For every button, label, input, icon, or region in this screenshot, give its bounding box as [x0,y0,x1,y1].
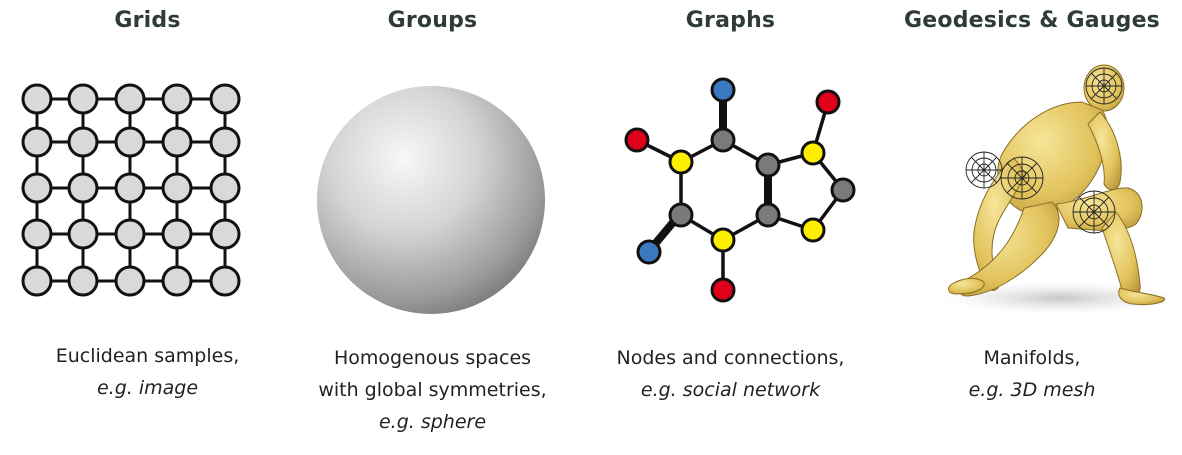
panel-caption: Euclidean samples, e.g. image [0,340,295,404]
grid-icon [21,83,241,297]
panel-title: Geodesics & Gauges [904,8,1160,33]
panel-title: Graphs [685,8,776,33]
caption-example: e.g. social network [640,379,821,401]
caption-line: Homogenous spaces [333,347,532,369]
caption-line: Nodes and connections, [616,347,845,369]
caption-line: with global symmetries, [318,379,547,401]
caption-line: Euclidean samples, [55,345,240,367]
panel-graphs: Graphs [583,0,878,455]
caption-line: Manifolds, [983,347,1081,369]
molecule-graph-icon [624,77,856,303]
panel-caption: Homogenous spaces with global symmetries… [285,342,580,438]
panel-groups: Groups Homogenous spaces with global sym… [285,0,580,455]
sphere-icon [317,86,545,314]
panel-caption: Manifolds, e.g. 3D mesh [882,342,1182,406]
caption-example: e.g. image [96,377,199,399]
panel-grids: Grids Euclidean samples, e.g. image [0,0,295,455]
caption-example: e.g. 3D mesh [968,379,1096,401]
panel-geodesics-gauges: Geodesics & Gauges [882,0,1182,455]
panel-caption: Nodes and connections, e.g. social netwo… [583,342,878,406]
panel-title: Grids [114,8,181,33]
panel-title: Groups [387,8,478,33]
caption-example: e.g. sphere [378,411,487,433]
manifold-mesh-figure-icon [942,64,1172,314]
